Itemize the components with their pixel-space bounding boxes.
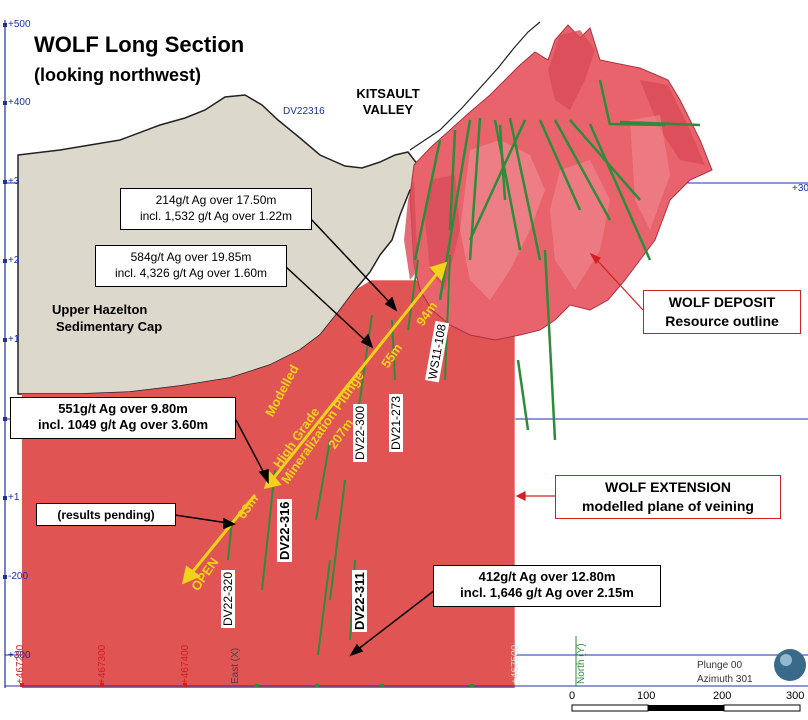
hole-label-dv21-273: DV21-273: [389, 393, 403, 452]
hole-label-dv22-311: DV22-311: [352, 570, 367, 632]
plunge-arrows: [181, 261, 448, 585]
legend-leaders: [515, 252, 644, 501]
east-ticks: [20, 683, 187, 687]
topography-line: [409, 21, 541, 151]
elev-label-200: +2: [8, 255, 20, 266]
hole-label-dv22316-small: DV22316: [283, 106, 325, 117]
scale-100: 100: [637, 690, 656, 702]
scale-300: 300: [786, 690, 805, 702]
orientation-globe-icon: [774, 649, 806, 681]
scale-200: 200: [713, 690, 732, 702]
hole-label-dv22-320: DV22-320: [221, 569, 235, 628]
elev-label-500: +500: [8, 19, 31, 30]
north-axis-label: North (Y): [576, 643, 587, 684]
hole-label-dv22-300: DV22-300: [353, 403, 367, 462]
callout-results-pending: (results pending): [36, 503, 176, 526]
elev-label-400: +400: [8, 97, 31, 108]
view-azimuth: Azimuth 301: [697, 674, 753, 685]
elev-label-100: +1: [8, 334, 20, 345]
view-plunge: Plunge 00: [697, 660, 743, 671]
right-label-300: +30: [792, 183, 808, 194]
east-tick-467300: +467300: [97, 644, 108, 684]
elev-label-minus300: +300: [8, 650, 31, 661]
east-tick-467400: +467400: [180, 644, 191, 684]
page-title: WOLF Long Section (looking northwest): [34, 32, 245, 85]
elev-label-minus100: +1: [8, 492, 20, 503]
scale-bar: [571, 704, 801, 712]
callout-leaders: [174, 217, 436, 657]
east-tick-467200: +467200: [15, 644, 26, 684]
elev-label-minus200: -200: [8, 571, 29, 582]
elev-label-300: +3: [8, 176, 20, 187]
deposit-drill-traces: [413, 79, 701, 441]
east-axis-label: East (X): [230, 647, 241, 684]
hole-label-dv22-316: DV22-316: [277, 499, 292, 562]
scale-0: 0: [569, 690, 576, 702]
east-tick-467500: +467500: [510, 644, 521, 684]
